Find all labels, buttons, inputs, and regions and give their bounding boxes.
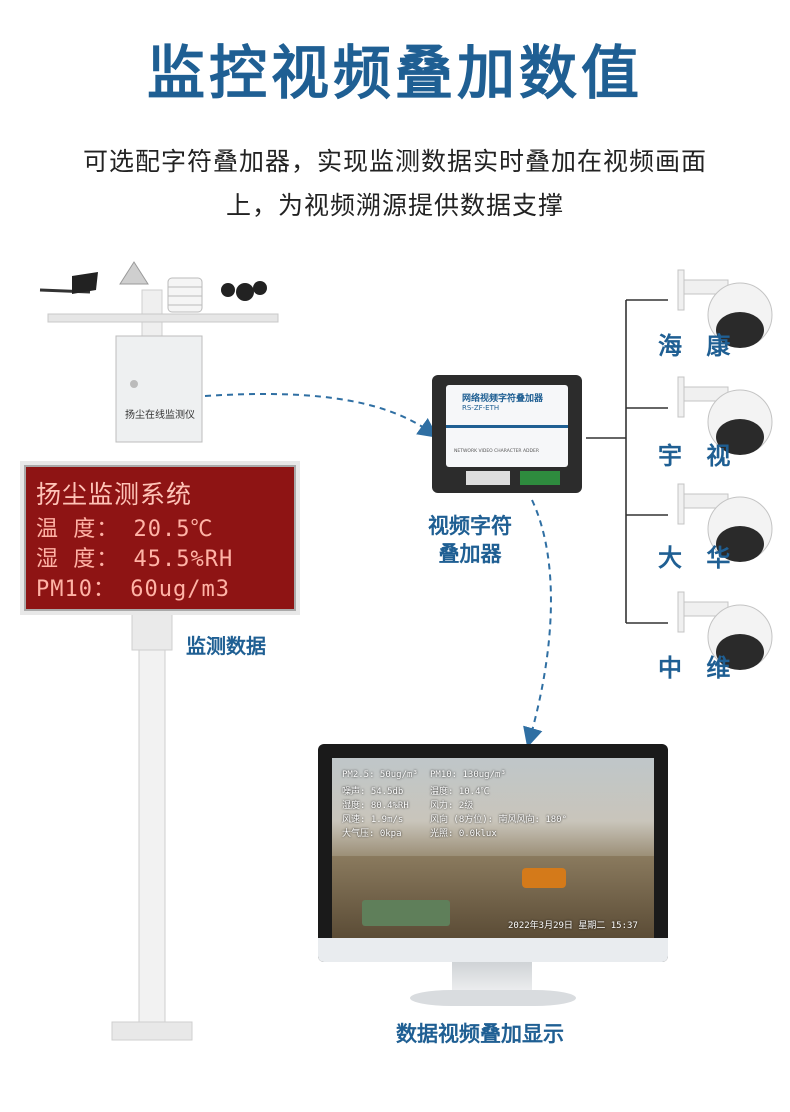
subtitle-line-1: 可选配字符叠加器，实现监测数据实时叠加在视频画面 — [82, 147, 707, 176]
device-caption-line-2: 叠加器 — [438, 542, 502, 566]
device-face-model: RS-ZF-ETH — [462, 404, 500, 412]
overlay-pressure: 大气压: 0kpa — [342, 829, 402, 839]
overlay-wind-speed: 风速: 1.9m/s — [342, 815, 404, 825]
station-box-label: 扬尘在线监测仪 — [125, 410, 195, 421]
overlay-pm25: PM2.5: 50ug/m³ — [342, 770, 418, 780]
overlay-temperature: 温度: 10.4℃ — [430, 787, 490, 797]
page-subtitle: 可选配字符叠加器，实现监测数据实时叠加在视频画面 上，为视频溯源提供数据支撑 — [30, 140, 760, 228]
camera-label-uniview: 宇 视 — [658, 442, 739, 470]
overlay-illuminance: 光照: 0.0klux — [430, 829, 497, 839]
device-face: 网络视频字符叠加器 RS-ZF-ETH NETWORK VIDEO CHARAC… — [446, 385, 568, 467]
camera-label-jovision: 中 维 — [658, 654, 739, 682]
monitoring-data-label: 监测数据 — [186, 634, 266, 658]
device-face-stripe — [446, 425, 568, 428]
led-line-pm10: PM10： 60ug/m3 — [36, 577, 230, 602]
monitor-screen: PM2.5: 50ug/m³ PM10: 130ug/m³ 噪声: 54.5db… — [332, 758, 654, 938]
camera-icons — [677, 269, 773, 670]
truck — [362, 900, 450, 926]
overlay-pm10: PM10: 130ug/m³ — [430, 770, 506, 780]
overlay-wind-force: 风力: 2级 — [430, 801, 474, 811]
device-face-title: 网络视频字符叠加器 — [462, 394, 544, 404]
device-caption: 视频字符 叠加器 — [420, 512, 520, 568]
led-display-board: 扬尘监测系统 温 度： 20.5℃ 湿 度： 45.5%RH PM10： 60u… — [20, 461, 300, 615]
character-overlay-device: 网络视频字符叠加器 RS-ZF-ETH NETWORK VIDEO CHARAC… — [432, 375, 582, 493]
overlay-noise: 噪声: 54.5db — [342, 787, 404, 797]
overlay-wind-direction: 风向 (8方位): 南风风向: 180° — [430, 815, 568, 825]
monitoring-station — [39, 261, 279, 1041]
led-line-temperature: 温 度： 20.5℃ — [36, 517, 214, 542]
page-title: 监控视频叠加数值 — [146, 39, 643, 107]
device-face-subtitle: NETWORK VIDEO CHARACTER ADDER — [454, 449, 539, 454]
ethernet-ports — [466, 471, 510, 485]
led-line-title: 扬尘监测系统 — [36, 480, 193, 509]
subtitle-line-2: 上，为视频溯源提供数据支撑 — [225, 191, 564, 220]
monitor-stand-base — [410, 990, 576, 1006]
camera-label-dahua: 大 华 — [658, 544, 739, 572]
arrow-device-to-monitor — [523, 499, 552, 748]
overlay-humidity: 湿度: 80.4%RH — [342, 801, 409, 811]
camera-tree — [586, 299, 668, 624]
camera-label-hikvision: 海 康 — [658, 332, 739, 360]
excavator — [522, 868, 566, 888]
overlay-timestamp: 2022年3月29日 星期二 15:37 — [508, 921, 638, 931]
monitor-caption: 数据视频叠加显示 — [396, 1022, 564, 1046]
monitor-chin — [318, 938, 668, 962]
arrow-station-to-device — [204, 393, 439, 438]
led-line-humidity: 湿 度： 45.5%RH — [36, 547, 234, 572]
terminal-block — [520, 471, 560, 485]
device-caption-line-1: 视频字符 — [428, 514, 512, 538]
